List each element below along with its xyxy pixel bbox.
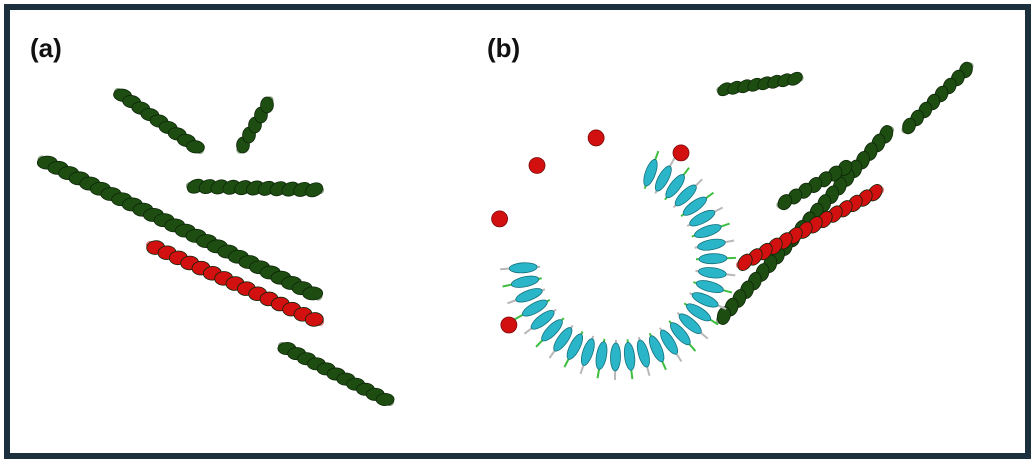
loop-segment xyxy=(230,24,368,193)
beta-strand xyxy=(698,267,727,279)
panel-a-label: (a) xyxy=(30,33,62,63)
loop-segment xyxy=(88,70,118,92)
beta-strand xyxy=(698,253,728,265)
beta-strand xyxy=(510,275,540,288)
beta-strand xyxy=(553,327,573,352)
helix-turn xyxy=(375,392,395,406)
beta-strand xyxy=(623,341,636,371)
helix-turn xyxy=(777,194,793,211)
helix-turn xyxy=(787,71,803,86)
beta-strand xyxy=(665,174,685,199)
panel-b-label: (b) xyxy=(487,33,521,63)
beta-strand xyxy=(610,342,621,372)
loop-segment xyxy=(230,110,237,160)
panel-b-structure xyxy=(491,30,975,380)
helix-turn xyxy=(260,96,274,114)
alpha-helix xyxy=(185,178,325,198)
beta-strand xyxy=(541,319,563,342)
beta-strand xyxy=(654,165,672,192)
alpha-helix xyxy=(113,87,205,155)
alpha-helix xyxy=(36,155,324,301)
loop-segment xyxy=(760,100,800,190)
beta-strand xyxy=(515,288,543,303)
helix-turn xyxy=(528,157,546,174)
beta-strand xyxy=(660,329,679,355)
helix-turn xyxy=(737,253,753,271)
loop-segment xyxy=(970,30,975,66)
helix-turn xyxy=(672,144,690,162)
helix-turn xyxy=(305,182,324,198)
beta-strand xyxy=(522,299,548,317)
beta-strand xyxy=(682,196,707,216)
beta-strand xyxy=(566,333,584,360)
alpha-helix xyxy=(716,71,804,97)
helix-turn xyxy=(902,117,916,135)
beta-strand xyxy=(685,303,712,322)
alpha-helix xyxy=(145,240,325,327)
beta-strand xyxy=(580,338,595,366)
helix-turn xyxy=(186,140,205,154)
loop-segment xyxy=(730,120,770,190)
alpha-helix xyxy=(735,184,885,271)
panel-a-structure xyxy=(36,24,395,407)
beta-solenoid-ring xyxy=(491,129,736,380)
helix-turn xyxy=(716,306,731,325)
alpha-helix xyxy=(901,61,974,135)
beta-strand xyxy=(530,310,555,330)
helix-turn xyxy=(500,316,518,334)
alpha-helix xyxy=(236,96,274,154)
beta-strand xyxy=(697,238,726,251)
beta-strand xyxy=(694,224,722,239)
beta-strand xyxy=(678,313,702,334)
beta-strand xyxy=(674,184,697,207)
helix-turn xyxy=(491,210,508,228)
beta-strand xyxy=(648,335,665,363)
beta-strand xyxy=(643,159,658,187)
beta-strand xyxy=(508,262,538,274)
helix-turn xyxy=(302,286,324,301)
beta-strand xyxy=(636,339,650,368)
beta-strand xyxy=(689,209,716,227)
beta-strand xyxy=(669,322,691,346)
beta-strand xyxy=(691,292,719,308)
beta-strand xyxy=(595,341,608,370)
beta-strand xyxy=(695,280,724,294)
helix-turn xyxy=(587,129,605,147)
alpha-helix xyxy=(277,341,395,407)
helix-turn xyxy=(304,312,324,327)
alpha-helix xyxy=(776,159,854,211)
